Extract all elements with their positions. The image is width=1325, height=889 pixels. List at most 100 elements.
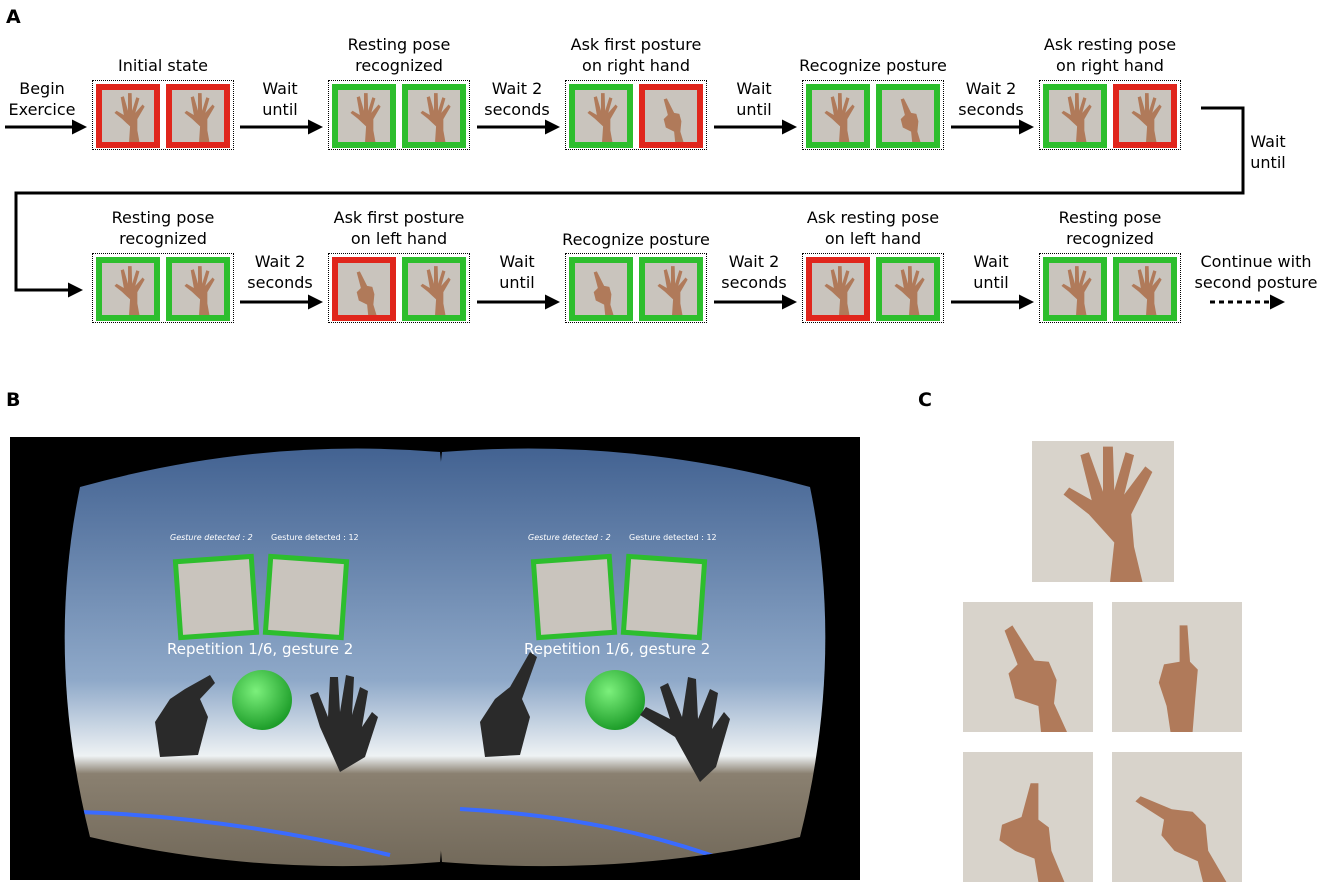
posture-photo-thumb-side bbox=[1112, 752, 1242, 882]
wrap-label-line: until bbox=[1250, 153, 1286, 172]
row2-state-title-line: on left hand bbox=[350, 229, 448, 248]
vr-scene bbox=[64, 448, 826, 867]
wrap-label: Wait until bbox=[1250, 131, 1285, 173]
row2-state-title: Ask first posture on left hand bbox=[334, 207, 465, 249]
row1-state-title-line: recognized bbox=[355, 56, 443, 75]
row1-state bbox=[565, 80, 707, 150]
row2-state-left-hand-photo bbox=[569, 257, 633, 321]
row1-state-right-hand-photo bbox=[1113, 84, 1177, 148]
row1-arrow-label: Wait until bbox=[736, 78, 771, 120]
row2-state-title-line: Ask first posture bbox=[333, 208, 465, 227]
begin-label-line: Begin bbox=[19, 79, 65, 98]
row1-state bbox=[802, 80, 944, 150]
row1-state-title: Ask first posture on right hand bbox=[571, 34, 702, 76]
row1-state-title: Initial state bbox=[118, 55, 208, 76]
row2-arrow-label: Wait 2 seconds bbox=[721, 251, 786, 293]
row1-arrow-label-line: Wait bbox=[736, 79, 772, 98]
posture-photo-index-point-left bbox=[1112, 602, 1242, 732]
row2-arrow-label: Wait 2 seconds bbox=[247, 251, 312, 293]
vr-right-detected-left: Gesture detected : 2 bbox=[528, 533, 611, 542]
row1-state-left-hand-photo bbox=[806, 84, 870, 148]
row2-arrow-label-line: seconds bbox=[721, 273, 787, 292]
wrap-label-line: Wait bbox=[1250, 132, 1286, 151]
row1-state-left-hand-photo bbox=[96, 84, 160, 148]
row1-arrow-label-line: until bbox=[736, 100, 772, 119]
row1-arrow-label: Wait until bbox=[262, 78, 297, 120]
vr-right-status: Repetition 1/6, gesture 2 bbox=[524, 640, 711, 658]
row2-state-left-hand-photo bbox=[332, 257, 396, 321]
row2-arrow-label: Wait until bbox=[499, 251, 534, 293]
flow-arrows bbox=[5, 106, 1285, 310]
vr-right-detected-right: Gesture detected : 12 bbox=[629, 533, 717, 542]
row1-state-title: Recognize posture bbox=[799, 55, 947, 76]
row2-arrow-label-line: Wait bbox=[973, 252, 1009, 271]
row2-state-title: Resting pose recognized bbox=[112, 207, 215, 249]
row1-arrow-label-line: Wait 2 bbox=[965, 79, 1017, 98]
row1-state bbox=[92, 80, 234, 150]
row2-state-title: Ask resting pose on left hand bbox=[807, 207, 939, 249]
row2-state-right-hand-photo bbox=[876, 257, 940, 321]
row1-state-left-hand-photo bbox=[1043, 84, 1107, 148]
vr-left-detected-left: Gesture detected : 2 bbox=[170, 533, 253, 542]
row2-state-right-hand-photo bbox=[166, 257, 230, 321]
row1-state-title-line: Initial state bbox=[118, 56, 208, 75]
row2-state-right-hand-photo bbox=[1113, 257, 1177, 321]
row1-arrow-label-line: Wait bbox=[262, 79, 298, 98]
row2-state-right-hand-photo bbox=[402, 257, 466, 321]
row2-arrow-label-line: Wait 2 bbox=[728, 252, 780, 271]
row1-state-right-hand-photo bbox=[166, 84, 230, 148]
row1-state-title: Resting pose recognized bbox=[348, 34, 451, 76]
row1-state-title-line: Resting pose bbox=[347, 35, 451, 54]
row2-state bbox=[92, 253, 234, 323]
wrap-connector bbox=[14, 106, 1245, 298]
vr-view: Gesture detected : 2 Gesture detected : … bbox=[10, 437, 860, 880]
row2-state-title: Recognize posture bbox=[562, 229, 710, 250]
row2-state-title-line: recognized bbox=[119, 229, 207, 248]
row2-state-left-hand-photo bbox=[96, 257, 160, 321]
row2-arrow-label-line: Wait bbox=[499, 252, 535, 271]
row2-arrow-label-line: Wait 2 bbox=[254, 252, 306, 271]
posture-photo-thumb-up bbox=[963, 752, 1093, 882]
row2-state-title-line: Resting pose bbox=[1058, 208, 1162, 227]
row1-state-right-hand-photo bbox=[402, 84, 466, 148]
row1-state-right-hand-photo bbox=[876, 84, 940, 148]
row2-arrow-label-line: seconds bbox=[247, 273, 313, 292]
row1-state-left-hand-photo bbox=[569, 84, 633, 148]
row2-state-title-line: Ask resting pose bbox=[806, 208, 940, 227]
row1-arrow-label: Wait 2 seconds bbox=[958, 78, 1023, 120]
row1-arrow-label-line: Wait 2 bbox=[491, 79, 543, 98]
panel-label-c: C bbox=[918, 389, 932, 411]
row2-state-title: Resting pose recognized bbox=[1059, 207, 1162, 249]
row1-arrow-label-line: seconds bbox=[484, 100, 550, 119]
row2-arrow-label-line: until bbox=[499, 273, 535, 292]
row2-state-title-line: recognized bbox=[1066, 229, 1154, 248]
vr-left-status: Repetition 1/6, gesture 2 bbox=[167, 640, 354, 658]
row2-state-title-line: Recognize posture bbox=[562, 230, 710, 249]
row1-state-title-line: on right hand bbox=[1056, 56, 1164, 75]
vr-left-detected-right: Gesture detected : 12 bbox=[271, 533, 359, 542]
row1-state-title-line: Ask first posture bbox=[570, 35, 702, 54]
continue-label: Continue with second posture bbox=[1195, 251, 1318, 293]
row1-state bbox=[1039, 80, 1181, 150]
continue-label-line: Continue with bbox=[1200, 252, 1312, 271]
row2-state bbox=[565, 253, 707, 323]
posture-photo-index-point-right bbox=[963, 602, 1093, 732]
row2-state-left-hand-photo bbox=[1043, 257, 1107, 321]
begin-label-line: Exercice bbox=[8, 100, 76, 119]
panel-label-b: B bbox=[6, 389, 21, 411]
row2-state-title-line: Resting pose bbox=[111, 208, 215, 227]
row2-state bbox=[802, 253, 944, 323]
row1-state-title-line: on right hand bbox=[582, 56, 690, 75]
row2-state bbox=[328, 253, 470, 323]
row1-arrow-label-line: seconds bbox=[958, 100, 1024, 119]
row1-arrow-label-line: until bbox=[262, 100, 298, 119]
row2-state-right-hand-photo bbox=[639, 257, 703, 321]
row1-state-right-hand-photo bbox=[639, 84, 703, 148]
row2-arrow-label: Wait until bbox=[973, 251, 1008, 293]
row2-arrow-label-line: until bbox=[973, 273, 1009, 292]
continue-label-line: second posture bbox=[1194, 273, 1318, 292]
row1-state-left-hand-photo bbox=[332, 84, 396, 148]
row2-state-title-line: on left hand bbox=[824, 229, 922, 248]
